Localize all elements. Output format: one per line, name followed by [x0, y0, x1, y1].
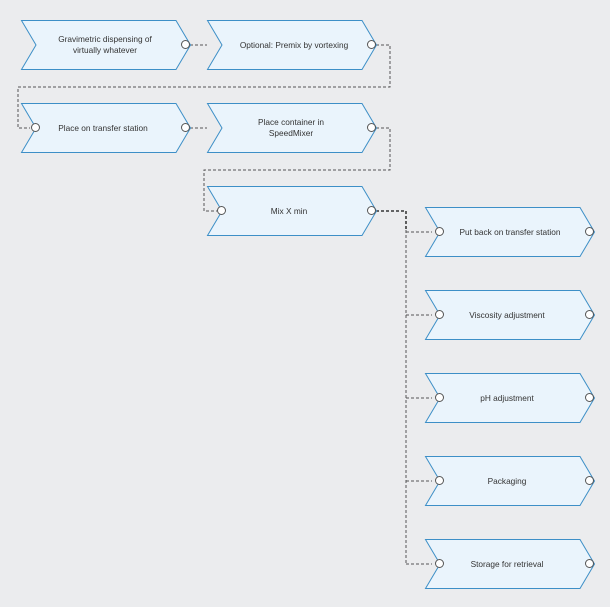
input-port[interactable] — [435, 559, 444, 568]
output-port[interactable] — [585, 559, 594, 568]
output-port[interactable] — [181, 40, 190, 49]
step-shape — [206, 20, 378, 70]
output-port[interactable] — [585, 227, 594, 236]
output-port[interactable] — [585, 393, 594, 402]
step-viscosity[interactable]: Viscosity adjustment — [424, 290, 596, 340]
step-ph[interactable]: pH adjustment — [424, 373, 596, 423]
step-gravimetric[interactable]: Gravimetric dispensing of virtually what… — [20, 20, 192, 70]
connector-premix-place-transfer — [17, 44, 391, 129]
step-premix[interactable]: Optional: Premix by vortexing — [206, 20, 378, 70]
input-port[interactable] — [435, 393, 444, 402]
step-label: pH adjustment — [480, 392, 534, 403]
input-port[interactable] — [435, 310, 444, 319]
output-port[interactable] — [367, 206, 376, 215]
output-port[interactable] — [367, 40, 376, 49]
step-label: Mix X min — [270, 205, 308, 216]
step-packaging[interactable]: Packaging — [424, 456, 596, 506]
step-label: Storage for retrieval — [470, 558, 544, 569]
step-label: Viscosity adjustment — [469, 309, 545, 320]
step-label: Place on transfer station — [58, 122, 148, 133]
step-put-back[interactable]: Put back on transfer station — [424, 207, 596, 257]
input-port[interactable] — [435, 476, 444, 485]
output-port[interactable] — [585, 476, 594, 485]
step-label: Packaging — [487, 475, 527, 486]
step-label: Place container in SpeedMixer — [258, 117, 324, 138]
input-port[interactable] — [435, 227, 444, 236]
step-label: Gravimetric dispensing of virtually what… — [58, 34, 152, 55]
output-port[interactable] — [181, 123, 190, 132]
step-mix[interactable]: Mix X min — [206, 186, 378, 236]
step-label: Optional: Premix by vortexing — [239, 39, 349, 50]
step-storage[interactable]: Storage for retrieval — [424, 539, 596, 589]
step-place-transfer[interactable]: Place on transfer station — [20, 103, 192, 153]
input-port[interactable] — [31, 123, 40, 132]
input-port[interactable] — [217, 206, 226, 215]
step-label: Put back on transfer station — [459, 226, 561, 237]
step-place-container[interactable]: Place container in SpeedMixer — [206, 103, 378, 153]
step-shape — [206, 103, 378, 153]
output-port[interactable] — [585, 310, 594, 319]
connector-mix-trunk — [376, 210, 407, 230]
output-port[interactable] — [367, 123, 376, 132]
connector-place-container-mix — [203, 127, 391, 212]
step-shape — [20, 20, 192, 70]
